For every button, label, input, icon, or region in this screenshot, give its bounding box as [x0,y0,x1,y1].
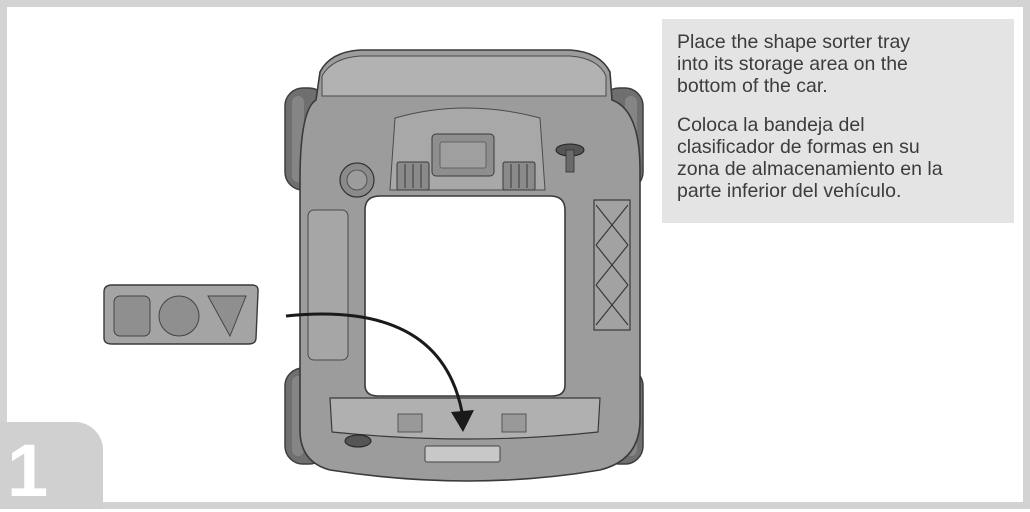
curved-arrow-down [285,312,474,432]
instruction-panel: Place the shape sorter tray into its sto… [662,19,1014,223]
steering-knob [555,143,585,173]
front-bumper [321,55,607,97]
shape-sorter-tray [103,284,259,345]
instruction-english: Place the shape sorter tray into its sto… [677,31,911,97]
side-truss [593,199,631,331]
seat-opening [364,195,566,397]
rear-plate [424,445,501,463]
vent-left [396,161,430,191]
step-number-tab: 1 [0,422,103,509]
vent-right [502,161,536,191]
side-rail-left [307,209,349,361]
step-number: 1 [7,429,49,512]
instruction-spanish: Coloca la bandeja del clasificador de fo… [677,114,943,202]
speaker [339,162,375,198]
